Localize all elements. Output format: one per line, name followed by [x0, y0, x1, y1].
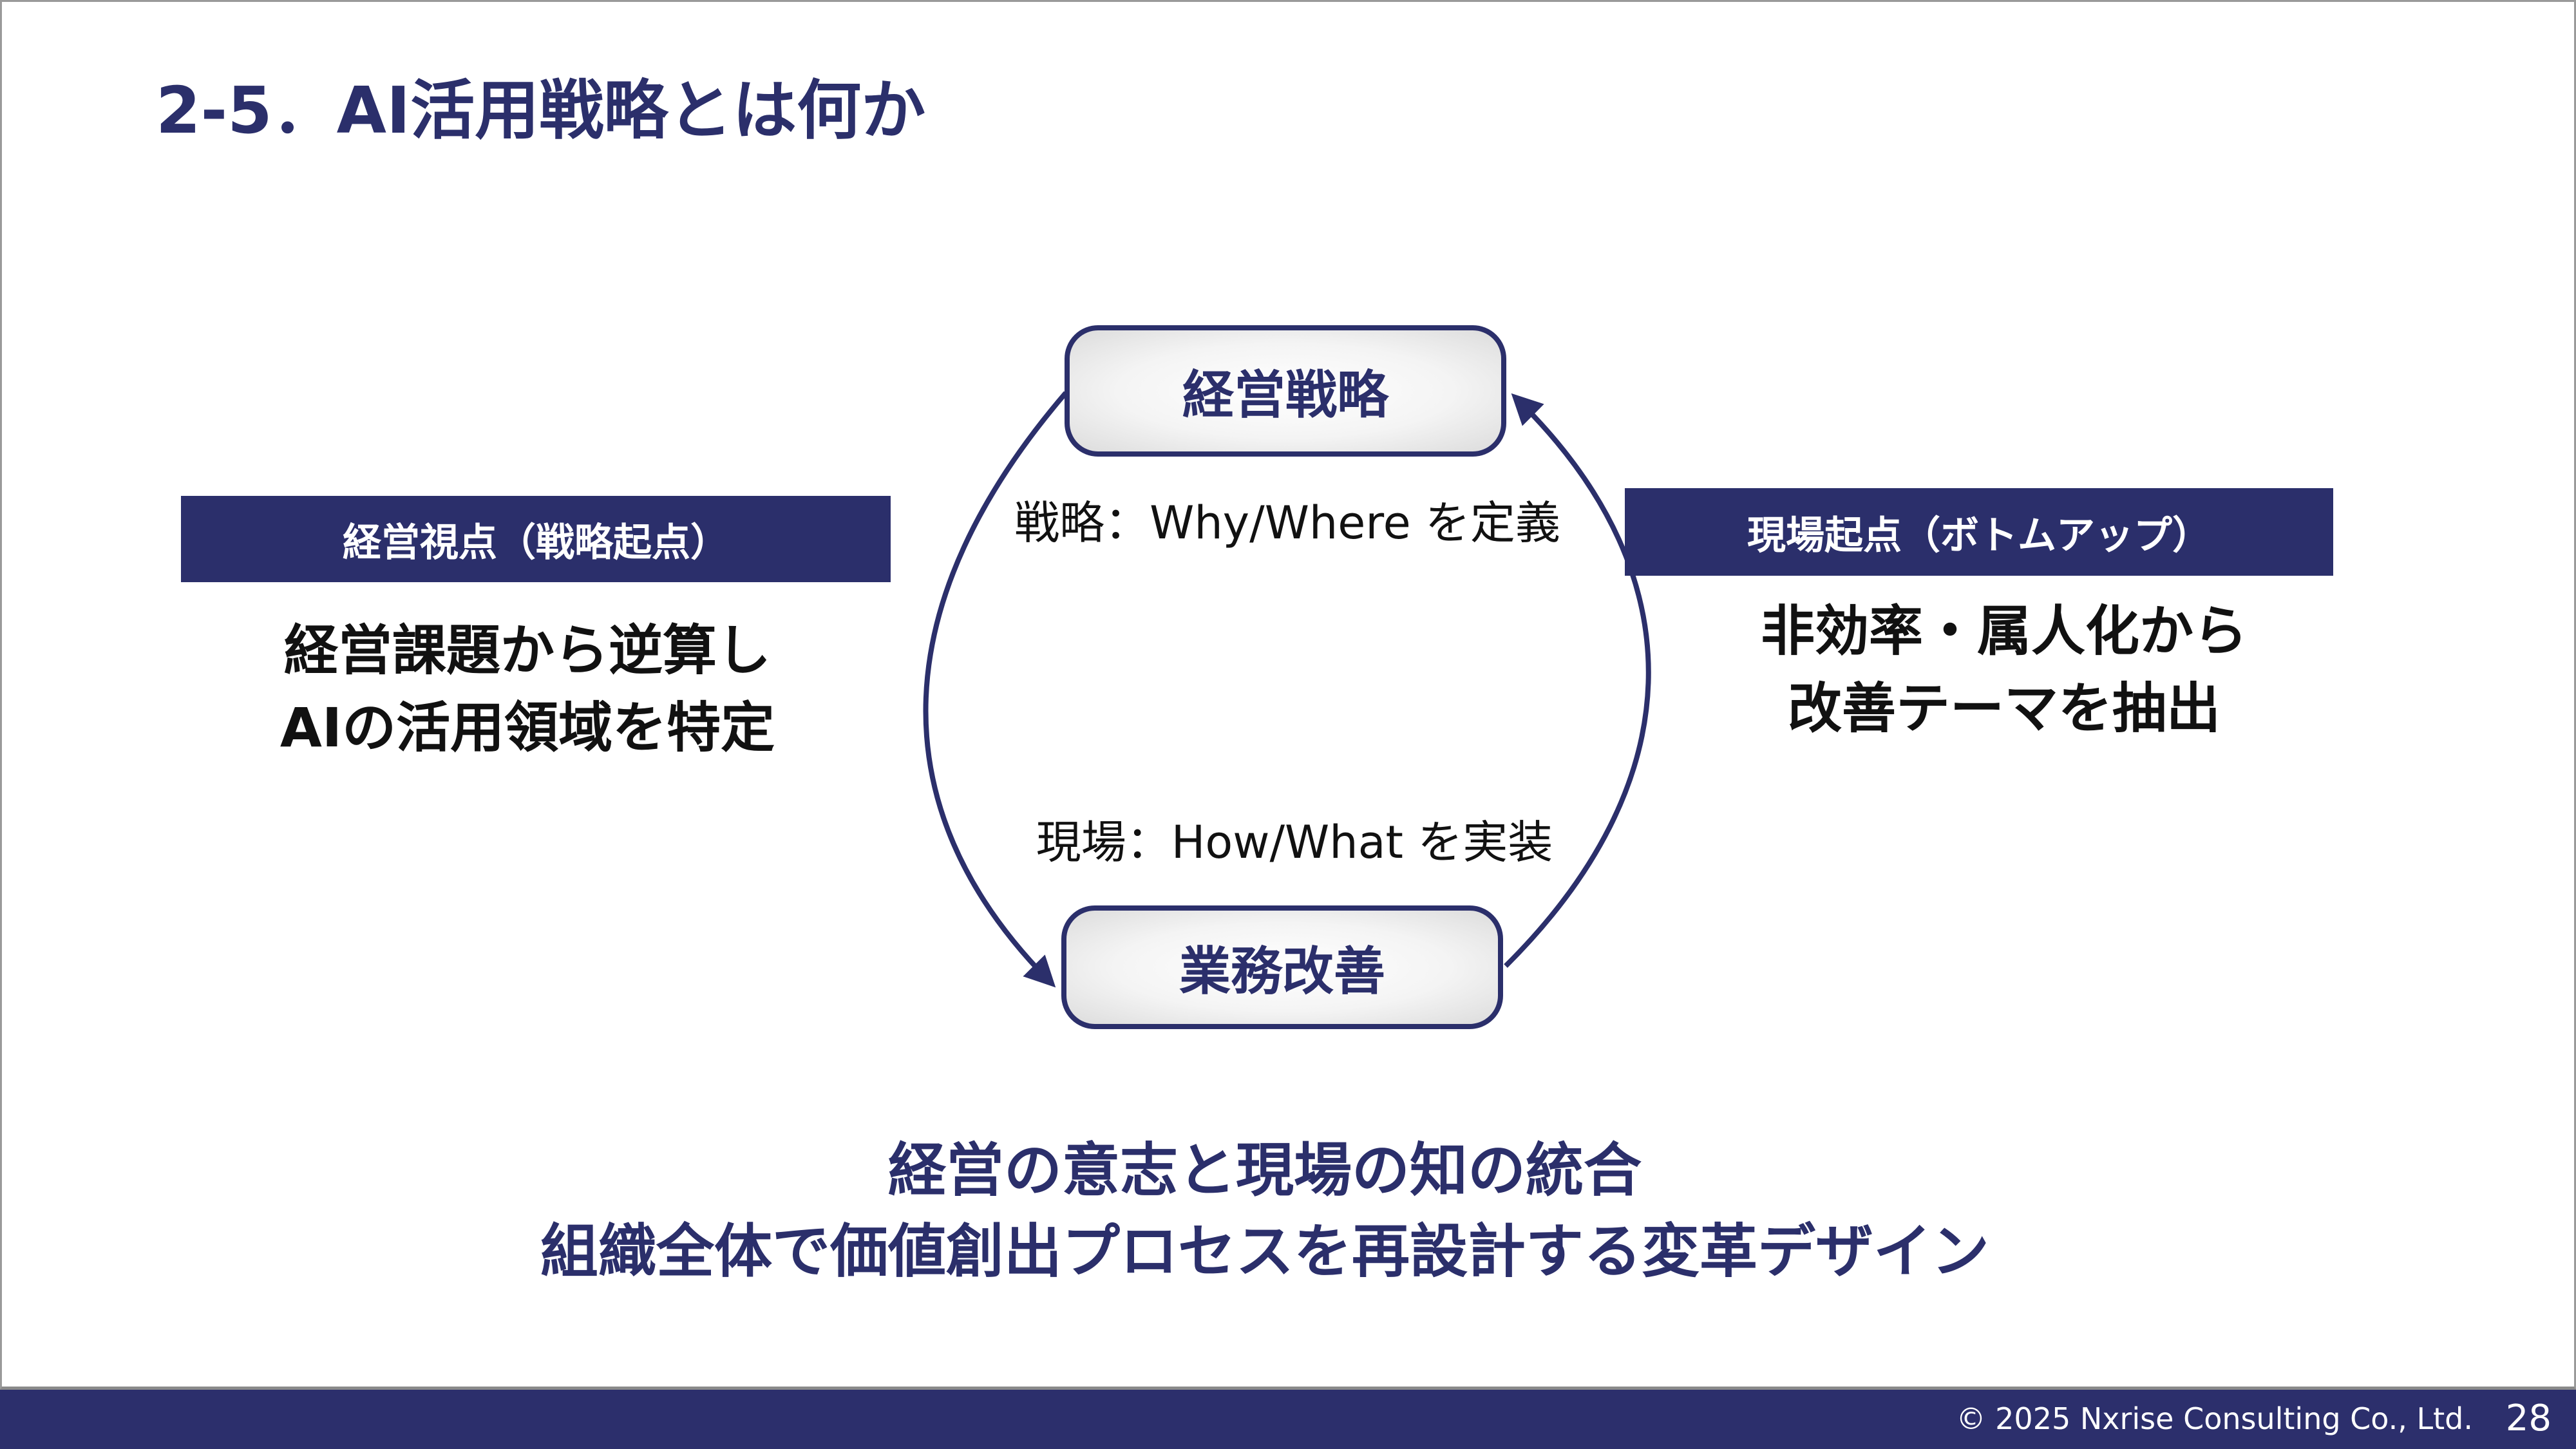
left-header: 経営視点（戦略起点）: [181, 496, 891, 582]
right-line: 改善テーマを抽出: [1787, 677, 2221, 740]
node-business-improvement: 業務改善: [1061, 905, 1503, 1029]
right-line: 非効率・属人化から: [1760, 600, 2248, 663]
left-line: 経営課題から逆算し: [283, 619, 772, 682]
strategy-label: 戦略：Why/Where を定義: [1014, 497, 1560, 549]
conclusion: 経営の意志と現場の知の統合 組織全体で価値創出プロセスを再設計する変革デザイン: [540, 1130, 1989, 1293]
footer: © 2025 Nxrise Consulting Co., Ltd. 28: [0, 1390, 2576, 1449]
slide-frame: [0, 0, 2576, 1390]
copyright: © 2025 Nxrise Consulting Co., Ltd.: [1956, 1401, 2473, 1436]
arrow-strategy-to-operations: [923, 391, 1068, 988]
conclusion-line: 組織全体で価値創出プロセスを再設計する変革デザイン: [540, 1218, 1989, 1285]
page-number: 28: [2505, 1397, 2552, 1439]
node-management-strategy: 経営戦略: [1065, 325, 1506, 457]
arrow-operations-to-strategy: [1504, 393, 1651, 968]
field-label: 現場：How/What を実装: [1036, 816, 1553, 869]
right-header: 現場起点（ボトムアップ）: [1625, 488, 2333, 576]
left-line: AIの活用領域を特定: [279, 696, 775, 759]
conclusion-line: 経営の意志と現場の知の統合: [888, 1137, 1642, 1204]
right-body: 非効率・属人化から 改善テーマを抽出: [1761, 592, 2248, 747]
left-body: 経営課題から逆算し AIの活用領域を特定: [280, 612, 775, 766]
slide-title: 2-5．AI活用戦略とは何か: [156, 73, 926, 148]
